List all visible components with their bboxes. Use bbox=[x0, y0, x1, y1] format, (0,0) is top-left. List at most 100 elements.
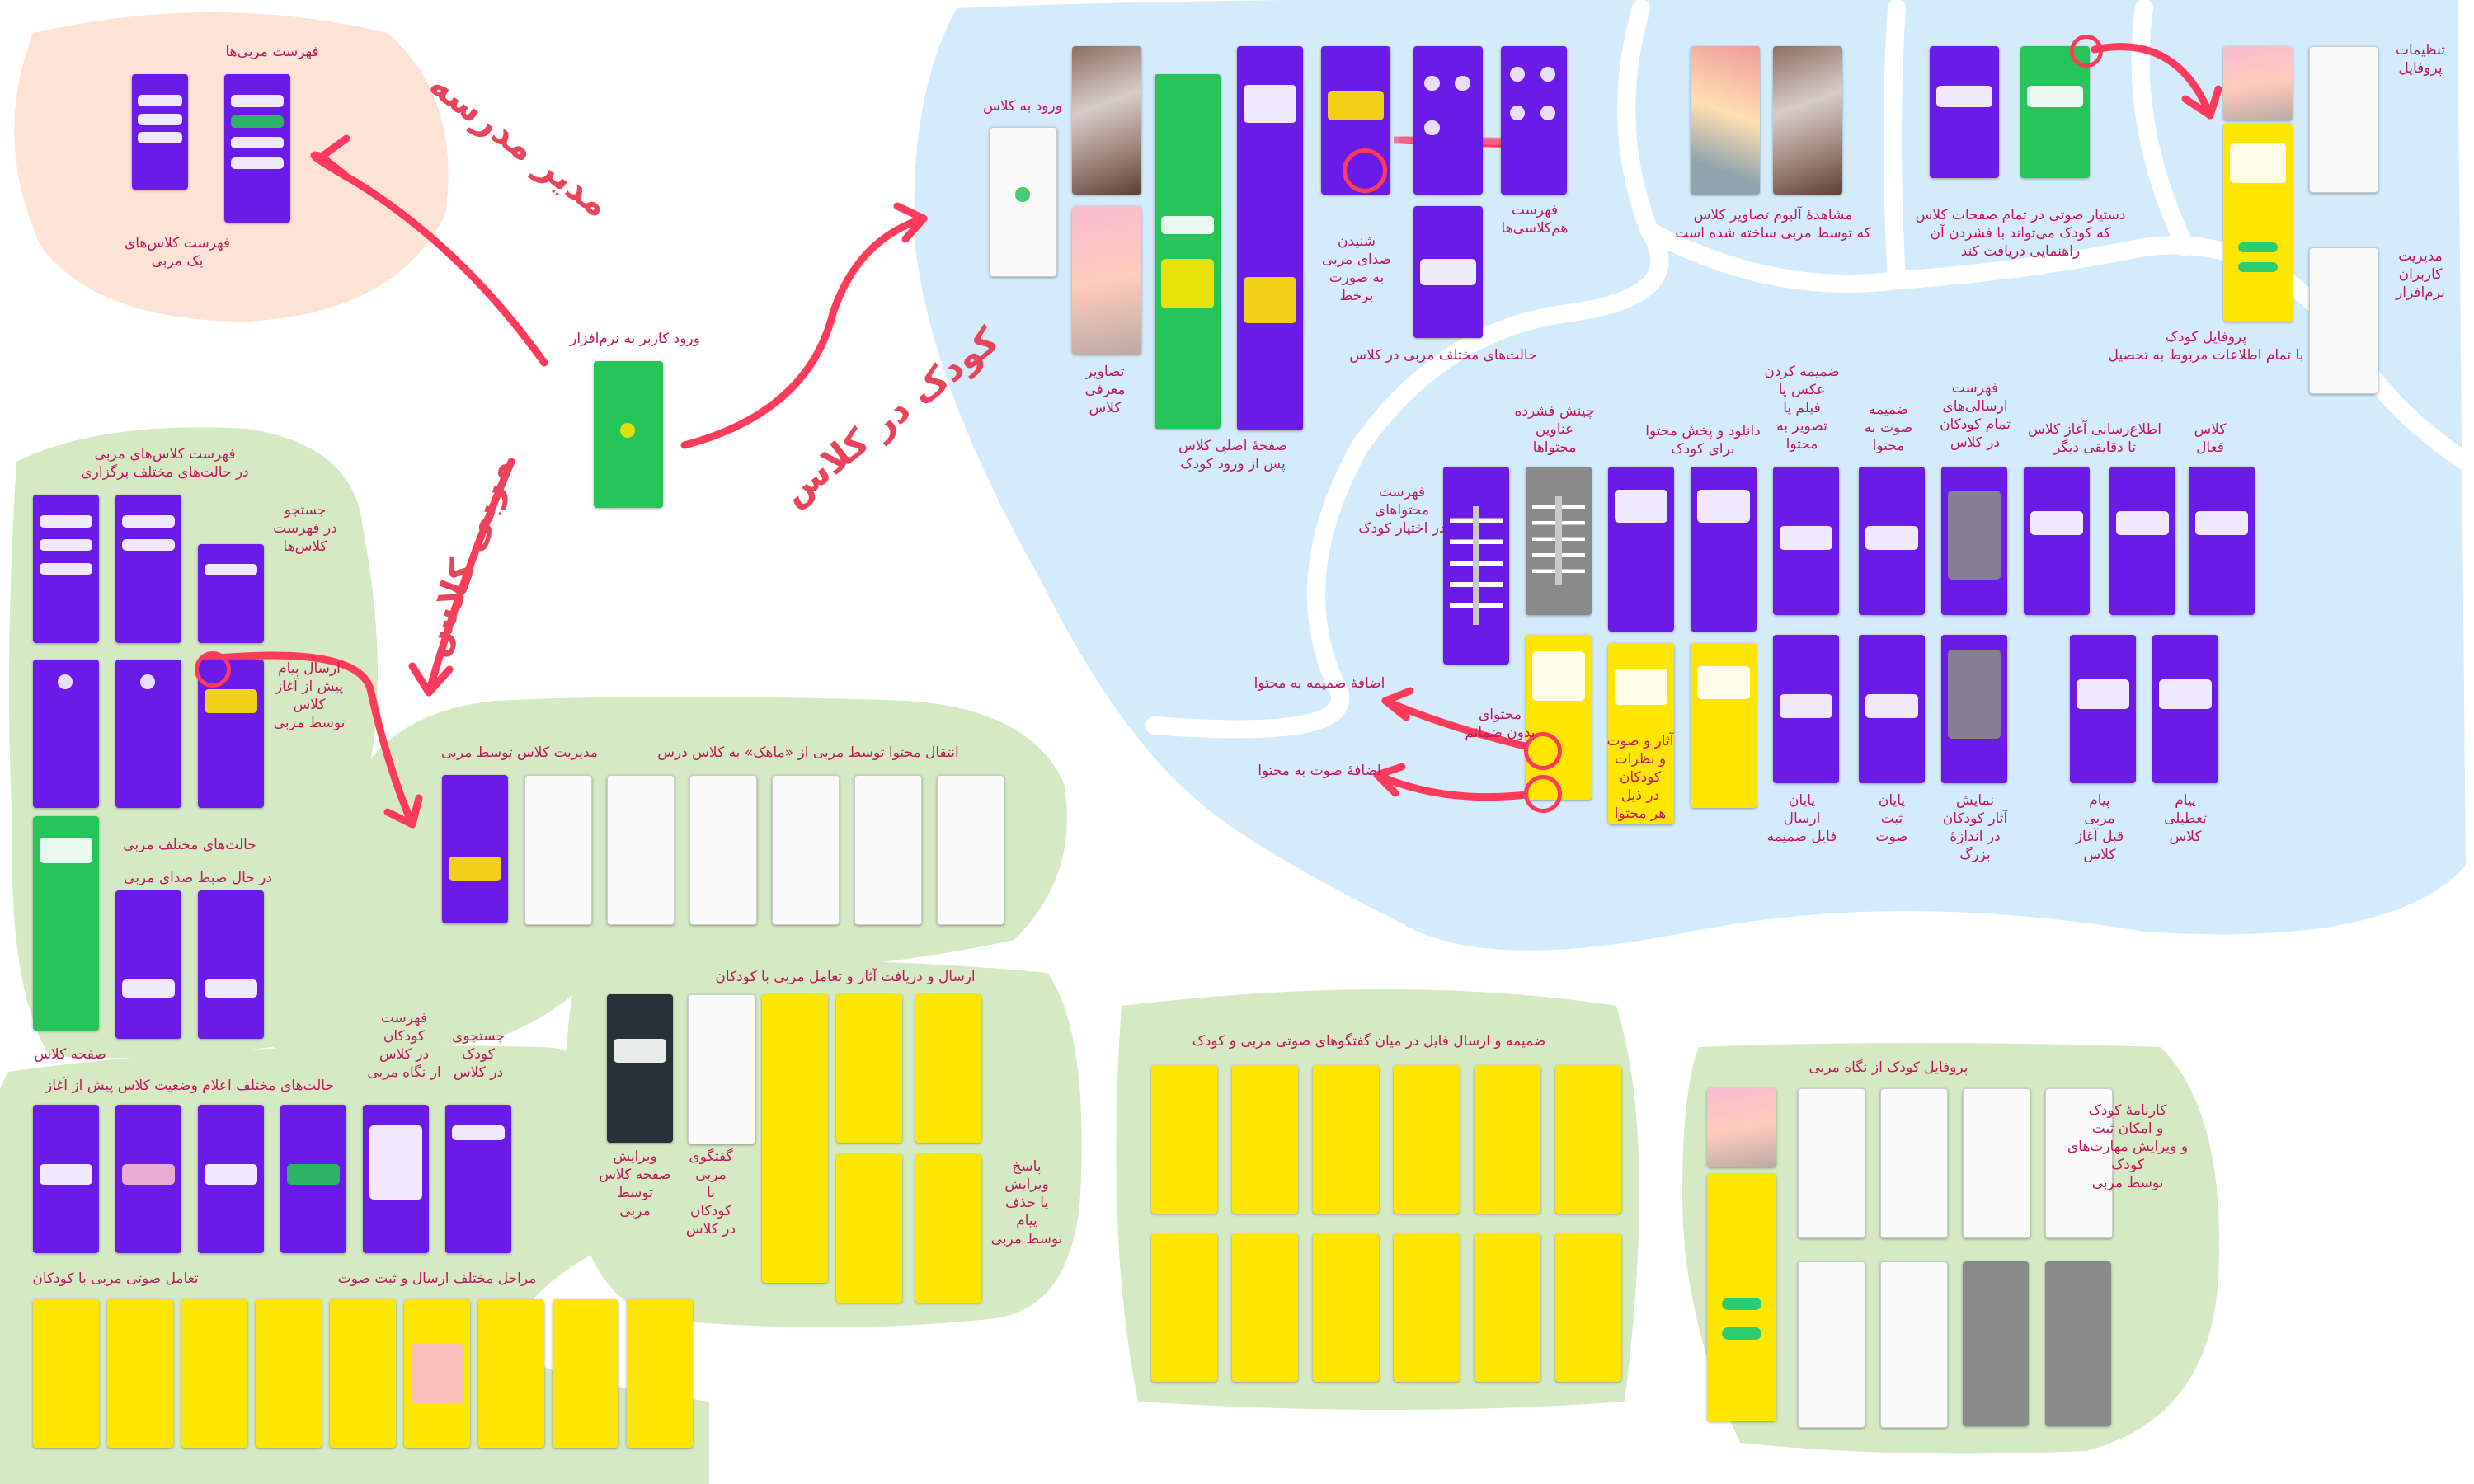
main-page-long-1 bbox=[1155, 74, 1221, 429]
voice-step-1 bbox=[33, 1299, 99, 1448]
label-search-classes: جستجو در فهرست کلاس‌ها bbox=[273, 502, 337, 556]
highlight-voice bbox=[1343, 148, 1387, 193]
label-user-management: مدیریت کاربران نرم‌افزار bbox=[2396, 248, 2445, 302]
show-works-screen bbox=[1941, 635, 2007, 783]
label-teacher-states: حالت‌های مختلف مربی در کلاس bbox=[1349, 347, 1537, 364]
pre-state-screen-1 bbox=[33, 1105, 99, 1253]
label-holiday-msg: پیام تعطیلی کلاس bbox=[2164, 792, 2207, 846]
attach-screen-12 bbox=[1555, 1233, 1621, 1382]
label-attach-voice: ضمیمه صوت به محتوا bbox=[1864, 402, 1913, 455]
pre-state-screen-3 bbox=[198, 1105, 264, 1253]
start-notice-screen-2 bbox=[2024, 467, 2090, 615]
label-send-receive-works: ارسال و دریافت آثار و تعامل مربی با کودک… bbox=[715, 969, 976, 985]
chat-screen-1 bbox=[688, 994, 755, 1144]
label-teacher-classes-states: فهرست کلاس‌های مربی در حالت‌های مختلف بر… bbox=[81, 446, 249, 481]
label-teacher-classes: فهرست کلاس‌های یک مربی bbox=[124, 235, 231, 270]
chat-screen-4 bbox=[915, 994, 981, 1143]
works-comments-screen-2 bbox=[1608, 643, 1674, 824]
voice-step-9 bbox=[627, 1299, 693, 1448]
voice-step-2 bbox=[107, 1299, 173, 1448]
profile-teacher-screen bbox=[1707, 1174, 1776, 1421]
teacher-state-2 bbox=[1413, 206, 1483, 338]
label-content-list: فهرست محتواهای در اختیار کودک bbox=[1358, 484, 1446, 538]
assistant-screen-2 bbox=[2020, 46, 2090, 178]
intro-photo-2 bbox=[1072, 206, 1141, 355]
label-voice-steps: مراحل مختلف ارسال و ثبت صوت bbox=[337, 1270, 537, 1287]
voice-step-5 bbox=[330, 1299, 396, 1448]
end-file-screen bbox=[1773, 635, 1839, 783]
pre-state-screen-4 bbox=[280, 1105, 346, 1253]
voice-step-7 bbox=[478, 1299, 544, 1448]
works-comments-screen-1 bbox=[1691, 643, 1757, 808]
attach-screen-2 bbox=[1232, 1065, 1298, 1214]
content-list-screen bbox=[1443, 467, 1509, 665]
class-page-long bbox=[33, 816, 99, 1031]
album-photo-2 bbox=[1773, 46, 1842, 195]
attach-screen-10 bbox=[1394, 1233, 1460, 1382]
transfer-screen-4 bbox=[854, 775, 922, 925]
attach-screen-4 bbox=[1394, 1065, 1460, 1214]
voice-step-8 bbox=[553, 1299, 618, 1448]
profile-child-photo bbox=[1707, 1088, 1776, 1167]
label-content-transfer: انتقال محتوا توسط مربی از «ماهک» به کلاس… bbox=[657, 744, 959, 761]
label-attach-send: ضمیمه و ارسال فایل در میان گفتگوهای صوتی… bbox=[1192, 1033, 1546, 1050]
label-children-list: فهرست کودکان در کلاس از نگاه مربی bbox=[367, 1010, 441, 1082]
attach-screen-6 bbox=[1555, 1065, 1621, 1214]
teacher-mode-screen-2 bbox=[115, 660, 181, 808]
teacher-classes-screen bbox=[224, 74, 290, 223]
label-teachers-list: فهرست مربی‌ها bbox=[225, 44, 319, 60]
label-class-management: مدیریت کلاس توسط مربی bbox=[440, 744, 599, 761]
class-management-screen bbox=[442, 775, 508, 923]
report-card-3 bbox=[1963, 1088, 2030, 1238]
label-main-page: صفحهٔ اصلی کلاس پس از ورود کودک bbox=[1178, 438, 1287, 473]
label-class-start-notice: اطلاع‌رسانی آغاز کلاس تا دقایقی دیگر bbox=[2028, 421, 2161, 457]
attach-photo-screen bbox=[1773, 467, 1839, 615]
label-class-entry: ورود به کلاس bbox=[983, 98, 1062, 115]
attach-voice-screen bbox=[1859, 467, 1925, 615]
download-screen-2 bbox=[1608, 467, 1674, 632]
transfer-screen-1 bbox=[607, 775, 675, 925]
attach-screen-8 bbox=[1232, 1233, 1298, 1382]
attach-screen-3 bbox=[1313, 1065, 1379, 1214]
label-active-class: کلاس فعال bbox=[2194, 421, 2227, 457]
voice-step-4 bbox=[256, 1299, 322, 1448]
voice-step-6 bbox=[404, 1299, 470, 1448]
label-report-card: کارنامهٔ کودک و امکان ثبت و ویرایش مهارت… bbox=[2067, 1102, 2189, 1192]
report-card-8 bbox=[2045, 1261, 2111, 1426]
class-entry-screen bbox=[990, 127, 1057, 277]
label-class-page: صفحه کلاس bbox=[34, 1046, 106, 1063]
label-children-list-sent: فهرست ارسالی‌های تمام کودکان در کلاس bbox=[1940, 380, 2011, 452]
active-class-screen bbox=[2189, 467, 2255, 615]
attach-screen-7 bbox=[1151, 1233, 1217, 1382]
label-add-attachment: اضافهٔ ضمیمه به محتوا bbox=[1253, 675, 1385, 692]
recording-screen-2 bbox=[198, 890, 264, 1039]
label-end-voice: پایان ثبت صوت bbox=[1875, 792, 1908, 846]
label-reply-edit: پاسخ ویرایش یا حذف پیام توسط مربی bbox=[990, 1158, 1063, 1248]
chat-screen-2 bbox=[762, 994, 828, 1283]
pre-state-screen-2 bbox=[115, 1105, 181, 1253]
end-voice-screen bbox=[1859, 635, 1925, 783]
label-classmates: فهرست هم‌کلاسی‌ها bbox=[1501, 202, 1569, 237]
chat-screen-3 bbox=[836, 994, 902, 1143]
label-profile-settings: تنظیمات پروفایل bbox=[2396, 42, 2445, 77]
user-management-screen bbox=[2309, 247, 2378, 394]
reply-screen-2 bbox=[915, 1154, 981, 1303]
recording-screen-1 bbox=[115, 890, 181, 1039]
download-screen-1 bbox=[1691, 467, 1757, 632]
main-page-long-2 bbox=[1237, 46, 1303, 430]
pre-class-msg-screen bbox=[2070, 635, 2136, 783]
report-card-7 bbox=[1963, 1261, 2029, 1426]
teacher-classes-screen-2 bbox=[115, 495, 181, 643]
login-screen bbox=[594, 361, 663, 508]
label-show-works: نمایش آثار کودکان در اندازهٔ بزرگ bbox=[1942, 792, 2008, 864]
teachers-list-screen bbox=[132, 74, 188, 190]
label-no-attachment: محتوای بدون ضمائم bbox=[1465, 707, 1536, 742]
label-recording: در حال ضبط صدای مربی bbox=[124, 870, 272, 886]
label-child-profile-teacher: پروفایل کودک از نگاه مربی bbox=[1808, 1059, 1968, 1076]
search-child-screen bbox=[445, 1105, 511, 1253]
transfer-screen-3 bbox=[772, 775, 840, 925]
teacher-state-1 bbox=[1413, 46, 1483, 195]
report-card-2 bbox=[1880, 1088, 1948, 1238]
teacher-mode-screen-1 bbox=[33, 660, 99, 808]
transfer-screen-5 bbox=[937, 775, 1004, 925]
